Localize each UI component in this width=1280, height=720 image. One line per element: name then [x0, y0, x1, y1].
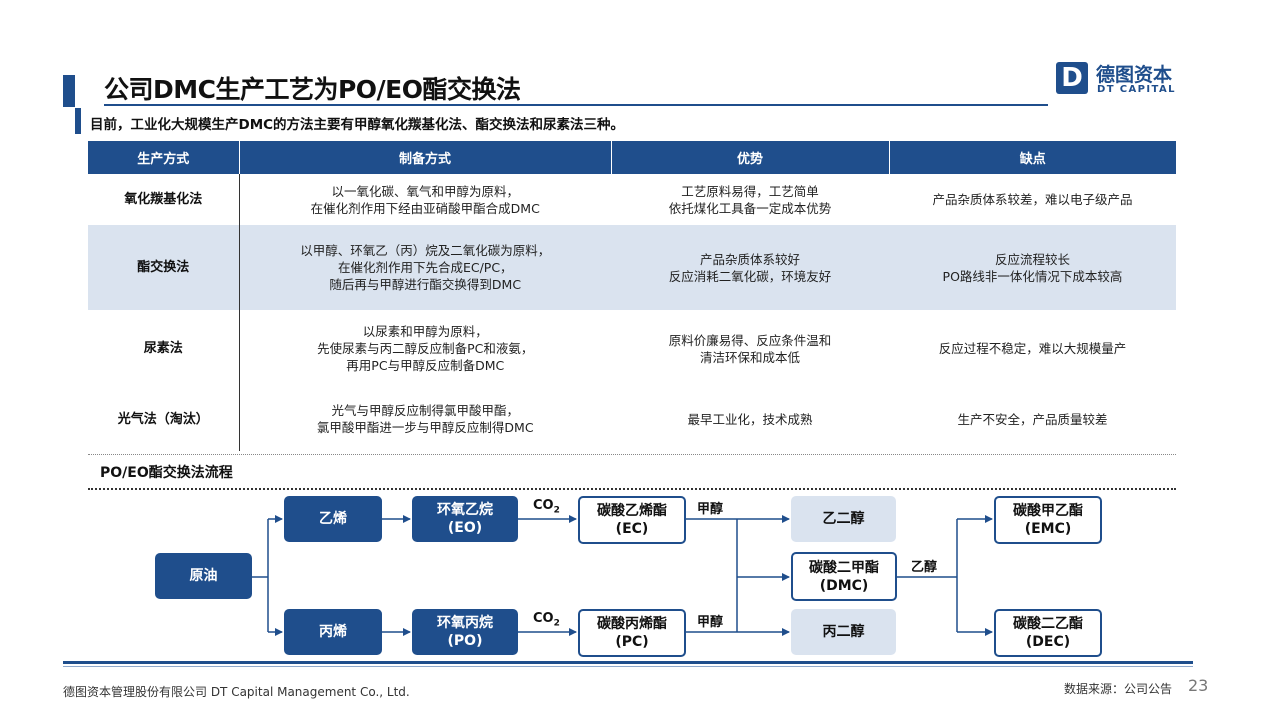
footer-company: 德图资本管理股份有限公司 DT Capital Management Co., … [63, 685, 410, 699]
table-row: 尿素法 以尿素和甲醇为原料，先使尿素与丙二醇反应制备PC和液氨，再用PC与甲醇反… [88, 310, 1176, 387]
node-ethylene: 乙烯 [284, 496, 382, 542]
title-accent-bar [63, 75, 75, 107]
column-header-method: 生产方式 [88, 141, 239, 174]
method-cell: 氧化羰基化法 [88, 174, 240, 225]
subtitle-accent-bar [75, 108, 81, 134]
page-number: 23 [1188, 676, 1209, 695]
label-methanol-bottom: 甲醇 [697, 615, 724, 630]
advantage-cell: 最早工业化，技术成熟 [687, 411, 813, 427]
node-dec: 碳酸二乙酯(DEC) [994, 609, 1102, 657]
page-title: 公司DMC生产工艺为PO/EO酯交换法 [104, 75, 521, 104]
label-methanol-top: 甲醇 [697, 502, 724, 517]
logo-text-en: DT CAPITAL [1097, 84, 1176, 95]
disadvantage-cell: 生产不安全，产品质量较差 [957, 411, 1108, 427]
table-row: 光气法（淘汰） 光气与甲醇反应制得氯甲酸甲酯，氯甲酸甲酯进一步与甲醇反应制得DM… [88, 387, 1176, 451]
advantage-cell: 产品杂质体系较好反应消耗二氧化碳，环境友好 [611, 225, 889, 310]
footer-rule [63, 661, 1193, 664]
node-pc: 碳酸丙烯酯(PC) [578, 609, 686, 657]
footer-source: 数据来源：公司公告 [1064, 682, 1173, 696]
node-eo: 环氧乙烷(EO) [412, 496, 518, 542]
prep-cell: 以甲醇、环氧乙（丙）烷及二氧化碳为原料，在催化剂作用下先合成EC/PC，随后再与… [239, 225, 611, 310]
advantage-cell: 工艺原料易得，工艺简单依托煤化工具备一定成本优势 [668, 183, 832, 216]
method-cell: 尿素法 [88, 310, 240, 387]
node-dmc: 碳酸二甲酯(DMC) [791, 552, 897, 601]
column-header-disadvantage: 缺点 [888, 141, 1176, 174]
flow-title-divider [88, 488, 1176, 490]
page-subtitle: 目前，工业化大规模生产DMC的方法主要有甲醇氧化羰基化法、酯交换法和尿素法三种。 [90, 117, 625, 133]
flow-title: PO/EO酯交换法流程 [100, 465, 233, 481]
label-ethanol: 乙醇 [911, 560, 938, 575]
footer-rule-thin [63, 666, 1193, 667]
method-comparison-table: 生产方式 制备方式 优势 缺点 氧化羰基化法 以一氧化碳、氧气和甲醇为原料，在催… [88, 141, 1176, 451]
label-co2-bottom: CO2 [533, 611, 560, 629]
column-header-prep: 制备方式 [238, 141, 611, 174]
advantage-cell: 原料价廉易得、反应条件温和清洁环保和成本低 [668, 332, 832, 365]
table-header-row: 生产方式 制备方式 优势 缺点 [88, 141, 1176, 174]
node-ethylene-glycol: 乙二醇 [791, 496, 896, 542]
table-row: 氧化羰基化法 以一氧化碳、氧气和甲醇为原料，在催化剂作用下经由亚硝酸甲酯合成DM… [88, 174, 1176, 225]
table-bottom-rule [88, 454, 1176, 455]
prep-cell: 光气与甲醇反应制得氯甲酸甲酯，氯甲酸甲酯进一步与甲醇反应制得DMC [316, 403, 534, 435]
node-crude-oil: 原油 [155, 553, 252, 599]
disadvantage-cell: 反应过程不稳定，难以大规模量产 [938, 341, 1127, 356]
disadvantage-cell: 产品杂质体系较差，难以电子级产品 [932, 192, 1133, 207]
logo-icon: D [1056, 62, 1088, 94]
node-propylene-glycol: 丙二醇 [791, 609, 896, 655]
method-cell: 酯交换法 [88, 225, 240, 310]
node-ec: 碳酸乙烯酯(EC) [578, 496, 686, 544]
label-co2-top: CO2 [533, 498, 560, 516]
prep-cell: 以尿素和甲醇为原料，先使尿素与丙二醇反应制备PC和液氨，再用PC与甲醇反应制备D… [317, 324, 534, 373]
logo-text-cn: 德图资本 [1096, 64, 1173, 86]
prep-cell: 以一氧化碳、氧气和甲醇为原料，在催化剂作用下经由亚硝酸甲酯合成DMC [310, 183, 540, 216]
method-cell: 光气法（淘汰） [88, 387, 240, 451]
table-row: 酯交换法 以甲醇、环氧乙（丙）烷及二氧化碳为原料，在催化剂作用下先合成EC/PC… [88, 225, 1176, 310]
node-po: 环氧丙烷(PO) [412, 609, 518, 655]
column-header-advantage: 优势 [610, 141, 889, 174]
node-emc: 碳酸甲乙酯(EMC) [994, 496, 1102, 544]
node-propylene: 丙烯 [284, 609, 382, 655]
title-underline [104, 104, 1048, 106]
